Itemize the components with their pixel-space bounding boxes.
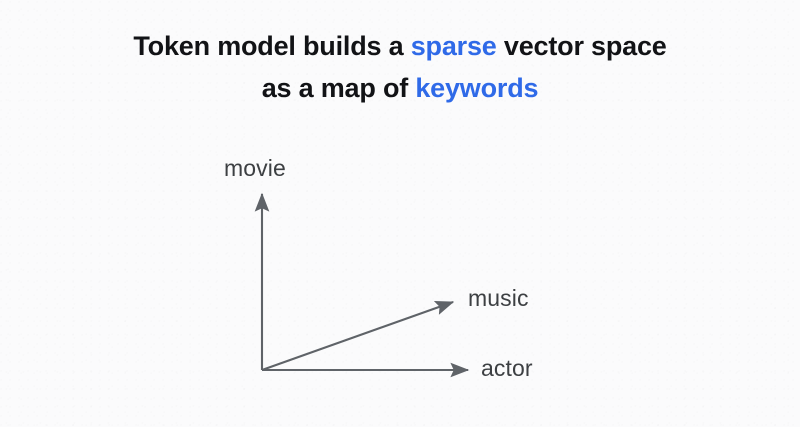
vector-label-music: music	[468, 285, 529, 311]
page-title: Token model builds a sparse vector space…	[0, 25, 800, 109]
title-line-2-part1: as a map of	[261, 73, 416, 103]
title-line-1-part1: Token model builds a	[133, 31, 411, 61]
title-highlight-keywords: keywords	[415, 73, 539, 103]
title-line-2: as a map of keywords	[0, 67, 800, 109]
title-highlight-sparse: sparse	[410, 31, 497, 61]
x-axis-label-actor: actor	[481, 355, 533, 381]
title-line-1: Token model builds a sparse vector space	[0, 25, 800, 67]
y-axis-label-movie: movie	[224, 155, 286, 181]
title-line-1-part2: vector space	[496, 31, 667, 61]
music-vector-line	[261, 300, 455, 371]
